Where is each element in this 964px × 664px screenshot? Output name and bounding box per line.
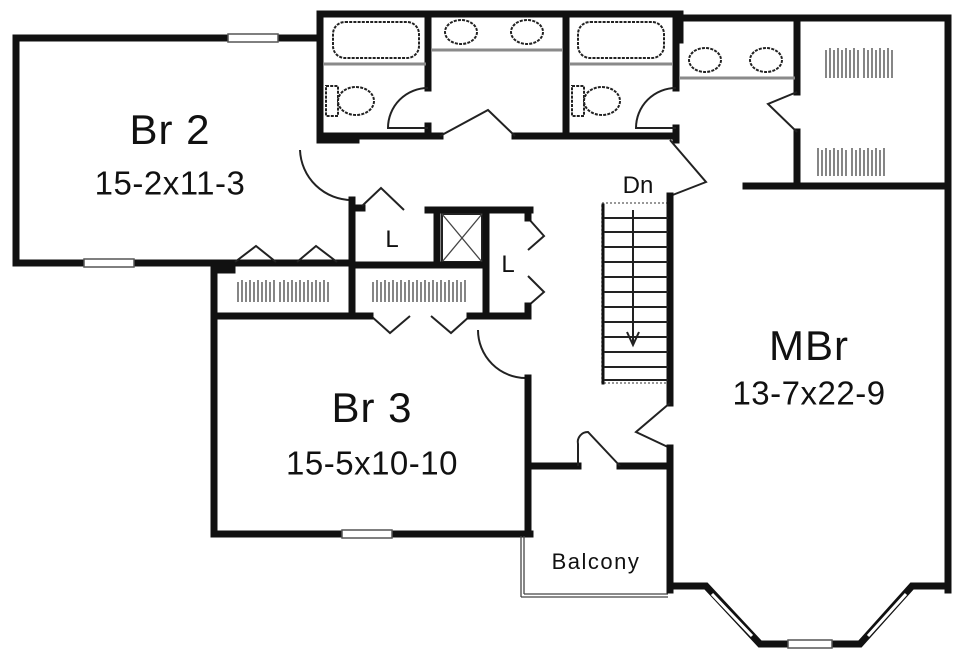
room-dimensions-br3: 15-5x10-10 <box>286 444 458 482</box>
bathtub-icon <box>577 21 665 59</box>
window <box>710 592 754 638</box>
toilet-tank-icon <box>571 85 585 117</box>
room-dimensions-mbr: 13-7x22-9 <box>732 374 886 412</box>
bedroom-3-walls <box>210 258 534 539</box>
door-swing <box>634 402 671 449</box>
stairs-down-label: Dn <box>622 172 654 199</box>
toilet-tank-icon <box>325 85 339 117</box>
room-label-br3: Br 3 <box>331 384 413 431</box>
toilet-icon <box>583 86 621 116</box>
sink-icon <box>688 47 722 73</box>
door-swing <box>477 329 527 379</box>
toilet-icon <box>337 86 375 116</box>
door-swing <box>634 87 677 129</box>
closet-door <box>296 244 338 263</box>
master-bedroom-bay <box>666 582 952 649</box>
closet-door <box>430 315 471 335</box>
door-swing <box>576 430 621 467</box>
room-label-mbr: MBr <box>769 322 849 369</box>
linen-closets <box>234 186 546 335</box>
bedroom-2-walls <box>12 33 356 268</box>
linen-closet-label: L <box>385 226 399 253</box>
window <box>341 529 393 539</box>
window <box>787 639 833 649</box>
closet-rod-icon <box>237 280 466 302</box>
hallway <box>299 136 708 594</box>
master-suite-closets <box>672 10 952 594</box>
closet-door <box>527 217 546 251</box>
door-swing <box>439 108 516 137</box>
bathtub-icon <box>332 21 420 59</box>
closet-door <box>527 275 546 307</box>
stair-arrow-head <box>626 331 640 348</box>
sink-icon <box>444 19 478 45</box>
balcony-label: Balcony <box>551 549 641 574</box>
closet-door <box>361 186 405 211</box>
window <box>866 592 908 638</box>
balcony-walls <box>520 430 672 598</box>
door-swing <box>299 149 353 201</box>
bathroom-block <box>316 10 783 144</box>
door-swing <box>386 87 429 129</box>
stair-treads <box>604 217 668 381</box>
room-dimensions-br2: 15-2x11-3 <box>94 164 246 202</box>
window <box>83 258 135 268</box>
closet-door <box>370 315 411 335</box>
closet-door <box>234 244 277 263</box>
sink-icon <box>749 47 783 73</box>
linen-closet-label: L <box>501 251 515 278</box>
window <box>227 33 279 43</box>
room-label-br2: Br 2 <box>129 106 211 153</box>
sink-icon <box>510 19 544 45</box>
door-swing <box>669 139 708 197</box>
closet-rod-icon <box>817 48 893 176</box>
